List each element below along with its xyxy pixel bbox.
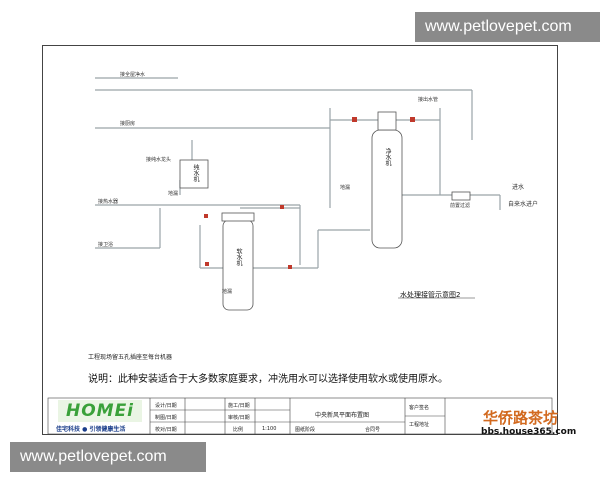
pipe-label: 接热水器 — [98, 199, 119, 205]
tb-design: 设计/日期 — [155, 403, 177, 409]
diagram-title: 水处理接管示意图2 — [400, 291, 461, 299]
valve-icon — [288, 265, 292, 269]
pipe-label: 接出水管 — [418, 97, 439, 103]
tb-drawing-name: 中央新风平面布置图 — [315, 412, 370, 419]
pipe-label: 接全屋净水 — [120, 72, 146, 78]
note-big: 说明：此种安装适合于大多数家庭要求，冲洗用水可以选择使用软水或使用原水。 — [88, 374, 448, 385]
watermark-bottom: www.petlovepet.com — [10, 442, 206, 472]
forum-url: bbs.house365.com — [481, 427, 577, 437]
tb-client: 客户签名 — [409, 405, 430, 411]
tb-scale-value: 1:100 — [262, 426, 277, 432]
inlet-label: 进水 — [512, 184, 525, 191]
valve-icon — [352, 117, 357, 122]
pipe-label: 接厨房 — [120, 121, 136, 127]
drain-label: 地漏 — [222, 289, 233, 295]
company-slogan: 佳宅科技 ● 引领健康生活 — [56, 426, 126, 433]
valve-icon — [410, 117, 415, 122]
valve-icon — [205, 262, 209, 266]
pipe-label: 接卫浴 — [98, 242, 114, 248]
tb-construct: 施工/日期 — [228, 403, 250, 409]
prefilter — [451, 191, 471, 201]
watermark-top: www.petlovepet.com — [415, 12, 600, 42]
tb-site: 工程地址 — [409, 422, 430, 428]
valve-icon — [204, 214, 208, 218]
prefilter-label: 前置过滤 — [450, 203, 471, 209]
forum-logo: 华侨路茶坊 — [483, 409, 559, 427]
tb-stage: 图纸阶段 — [295, 427, 316, 433]
title-block-frame — [47, 397, 553, 435]
drinking-water-unit — [179, 159, 209, 189]
tap-label: 自来水进户 — [508, 201, 539, 208]
softener-label: 软水机 — [235, 248, 242, 266]
tb-contract: 合同号 — [365, 427, 381, 433]
tb-draw: 制图/日期 — [155, 415, 177, 421]
tb-check: 校对/日期 — [155, 427, 177, 433]
note-small: 工程现场留五孔插座至每台机器 — [88, 354, 173, 361]
filter-label: 净水机 — [384, 148, 391, 166]
pipe-label: 接纯水龙头 — [146, 157, 172, 163]
tb-scale-label: 比例 — [233, 427, 244, 433]
valve-icon — [280, 205, 284, 209]
filter-head — [377, 111, 397, 131]
softener-head — [221, 212, 255, 222]
tb-review: 审核/日期 — [228, 415, 250, 421]
drinking-label: 纯水机 — [192, 164, 199, 182]
drawing-sheet — [42, 45, 558, 435]
homei-logo: HOMEi — [58, 400, 142, 422]
drain-label: 地漏 — [340, 185, 351, 191]
drain-label: 地漏 — [168, 191, 179, 197]
